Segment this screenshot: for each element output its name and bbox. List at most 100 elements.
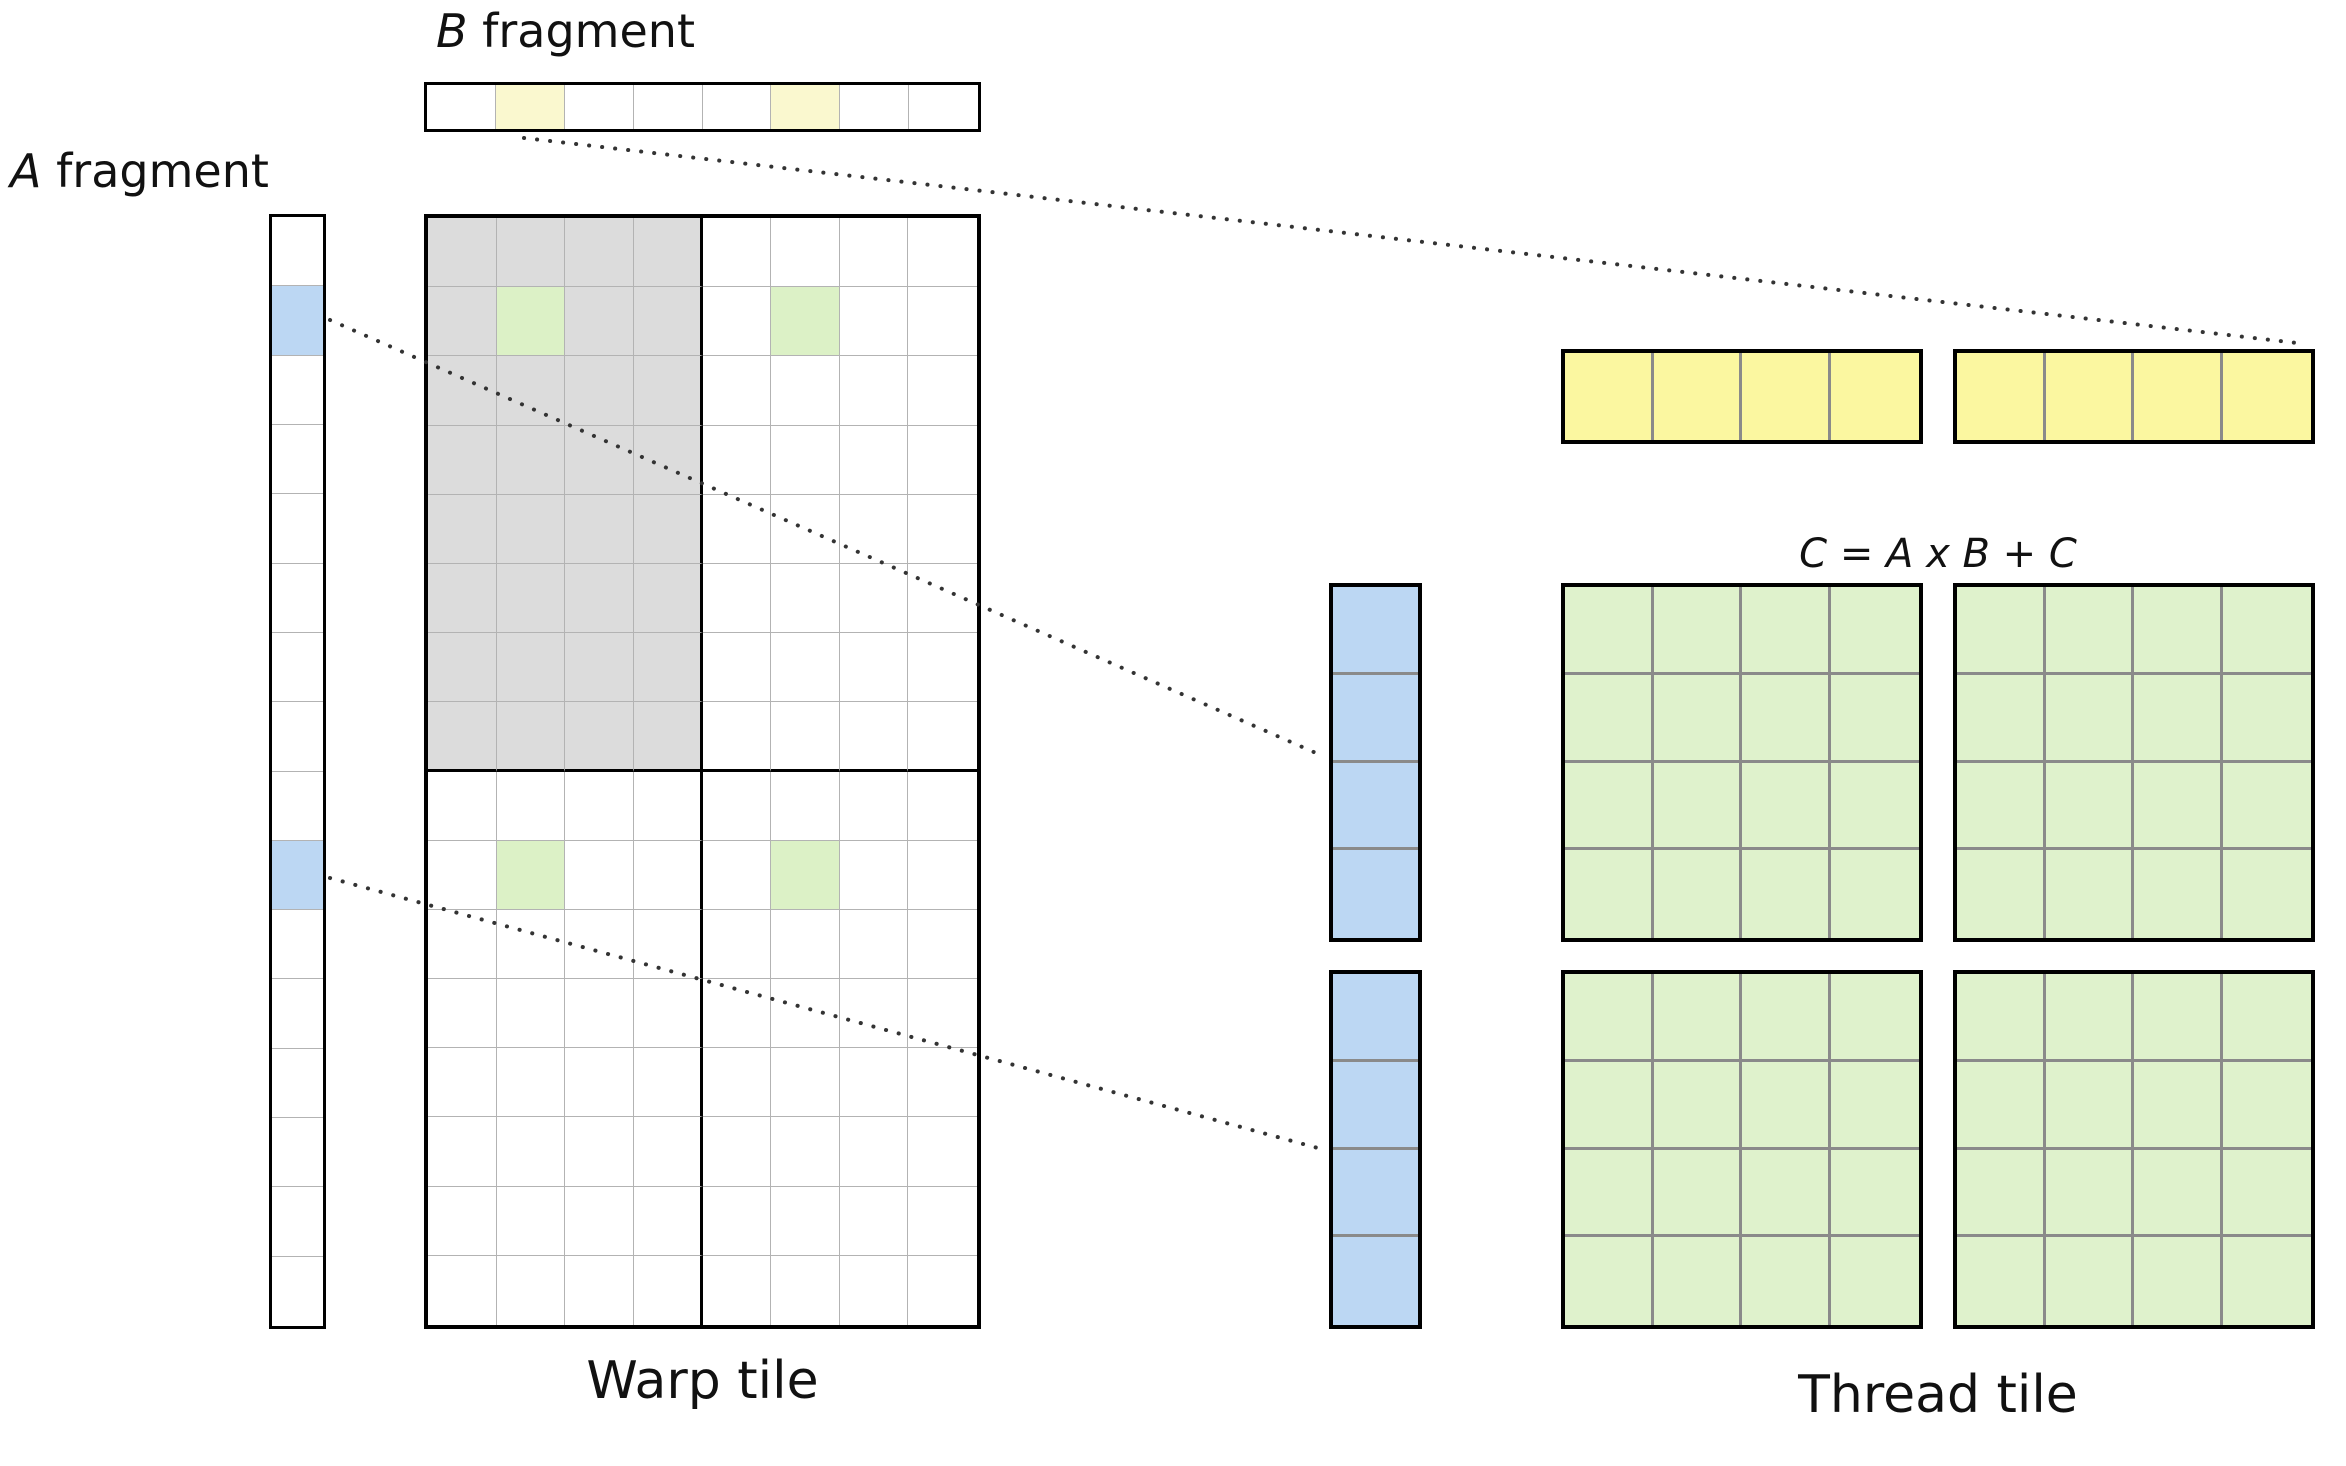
a-fragment-strip xyxy=(269,214,326,1329)
warp-tile-cell xyxy=(839,633,909,703)
thread-c-accumulator-cell xyxy=(2134,1149,2223,1238)
a-fragment-cell xyxy=(272,702,323,772)
a-fragment-word: fragment xyxy=(41,144,269,198)
warp-tile-cell xyxy=(702,563,772,634)
warp-tile-cell xyxy=(771,771,840,841)
warp-tile-cell xyxy=(428,1117,497,1187)
thread-a-fragment-cell xyxy=(1333,762,1418,851)
warp-tile-cell xyxy=(839,1255,909,1325)
warp-tile-cell xyxy=(428,356,497,426)
thread-b-fragment-cell xyxy=(2045,353,2134,440)
a-fragment-label: A fragment xyxy=(10,144,269,199)
warp-tile-cell xyxy=(702,425,772,495)
thread-tile-label: Thread tile xyxy=(1798,1365,2078,1425)
warp-tile-cell xyxy=(565,494,634,564)
warp-tile-cell xyxy=(908,633,977,703)
warp-tile-cell xyxy=(633,494,703,564)
b-fragment-word: fragment xyxy=(467,4,695,58)
thread-b-fragment-cell xyxy=(2134,353,2223,440)
thread-c-accumulator-cell xyxy=(2134,587,2223,675)
warp-tile-cell xyxy=(633,633,703,703)
warp-tile-cell xyxy=(771,979,840,1049)
warp-tile-cell xyxy=(428,979,497,1049)
warp-tile-cell xyxy=(839,771,909,841)
warp-tile-cell xyxy=(565,287,634,357)
warp-tile-cell xyxy=(839,494,909,564)
thread-b-fragment-strip-0 xyxy=(1561,349,1923,444)
thread-c-accumulator-cell xyxy=(1742,974,1831,1062)
thread-c-accumulator-cell xyxy=(1957,762,2046,851)
thread-c-accumulator-cell xyxy=(1957,850,2046,938)
thread-c-accumulator-cell xyxy=(1742,1237,1831,1325)
thread-c-accumulator-cell xyxy=(1653,762,1742,851)
warp-tile-cell xyxy=(496,909,566,980)
warp-tile-cell xyxy=(633,218,703,288)
thread-c-accumulator-cell xyxy=(1957,587,2046,675)
warp-tile-cell xyxy=(496,494,566,564)
thread-c-accumulator-cell xyxy=(2045,1061,2134,1150)
warp-tile-cell xyxy=(702,356,772,426)
warp-tile-cell xyxy=(908,563,977,634)
warp-tile-cell xyxy=(702,979,772,1049)
thread-c-block-top-left xyxy=(1561,583,1923,942)
warp-tile-cell xyxy=(496,1048,566,1118)
warp-tile-cell xyxy=(565,1048,634,1118)
thread-c-accumulator-cell xyxy=(2222,1061,2311,1150)
warp-tile-cell xyxy=(771,287,840,357)
a-fragment-cell xyxy=(272,1187,323,1257)
warp-tile-cell xyxy=(428,1255,497,1325)
warp-tile-cell xyxy=(908,1255,977,1325)
thread-b-fragment-cell xyxy=(1653,353,1742,440)
thread-c-accumulator-cell xyxy=(2222,1149,2311,1238)
warp-tile-cell xyxy=(496,425,566,495)
thread-c-accumulator-cell xyxy=(1565,1149,1654,1238)
b-fragment-cell xyxy=(427,85,496,129)
thread-c-accumulator-cell xyxy=(1653,974,1742,1062)
thread-c-accumulator-cell xyxy=(1565,850,1654,938)
warp-tile-label: Warp tile xyxy=(586,1351,819,1411)
warp-tile-cell xyxy=(839,425,909,495)
warp-tile-cell xyxy=(565,633,634,703)
b-fragment-cell xyxy=(771,85,841,129)
thread-c-accumulator-cell xyxy=(1653,850,1742,938)
warp-tile-cell xyxy=(771,218,840,288)
thread-a-fragment-strip-0 xyxy=(1329,583,1422,942)
thread-c-accumulator-cell xyxy=(2045,1149,2134,1238)
warp-tile-cell xyxy=(771,633,840,703)
warp-tile-cell xyxy=(633,287,703,357)
warp-tile-cell xyxy=(839,840,909,910)
thread-c-accumulator-cell xyxy=(1830,674,1919,763)
thread-c-accumulator-cell xyxy=(1565,1237,1654,1325)
thread-c-accumulator-cell xyxy=(1742,762,1831,851)
a-fragment-cell xyxy=(272,910,323,980)
thread-c-accumulator-cell xyxy=(1830,1237,1919,1325)
warp-tile-cell xyxy=(702,1117,772,1187)
thread-c-accumulator-cell xyxy=(1653,674,1742,763)
warp-tile-cell xyxy=(702,1048,772,1118)
thread-c-accumulator-cell xyxy=(1653,1061,1742,1150)
thread-c-accumulator-cell xyxy=(2134,850,2223,938)
thread-a-fragment-cell xyxy=(1333,674,1418,763)
warp-tile-cell xyxy=(496,356,566,426)
thread-c-accumulator-cell xyxy=(1830,587,1919,675)
warp-tile-cell xyxy=(839,287,909,357)
thread-c-accumulator-cell xyxy=(1742,1061,1831,1150)
warp-tile-cell xyxy=(633,425,703,495)
warp-tile-cell xyxy=(702,1255,772,1325)
warp-tile-cell xyxy=(908,1186,977,1256)
thread-c-accumulator-cell xyxy=(1957,674,2046,763)
warp-tile-cell xyxy=(771,1186,840,1256)
warp-tile-cell xyxy=(702,771,772,841)
b-fragment-cell xyxy=(633,85,703,129)
warp-tile-cell xyxy=(565,1186,634,1256)
b-fragment-strip xyxy=(424,82,981,132)
b-fragment-cell xyxy=(702,85,772,129)
warp-tile-cell xyxy=(565,909,634,980)
warp-tile-cell xyxy=(702,1186,772,1256)
warp-tile-grid xyxy=(424,214,981,1329)
thread-c-accumulator-cell xyxy=(1742,1149,1831,1238)
warp-tile-cell xyxy=(908,218,977,288)
warp-tile-cell xyxy=(633,1186,703,1256)
warp-tile-cell xyxy=(908,1048,977,1118)
